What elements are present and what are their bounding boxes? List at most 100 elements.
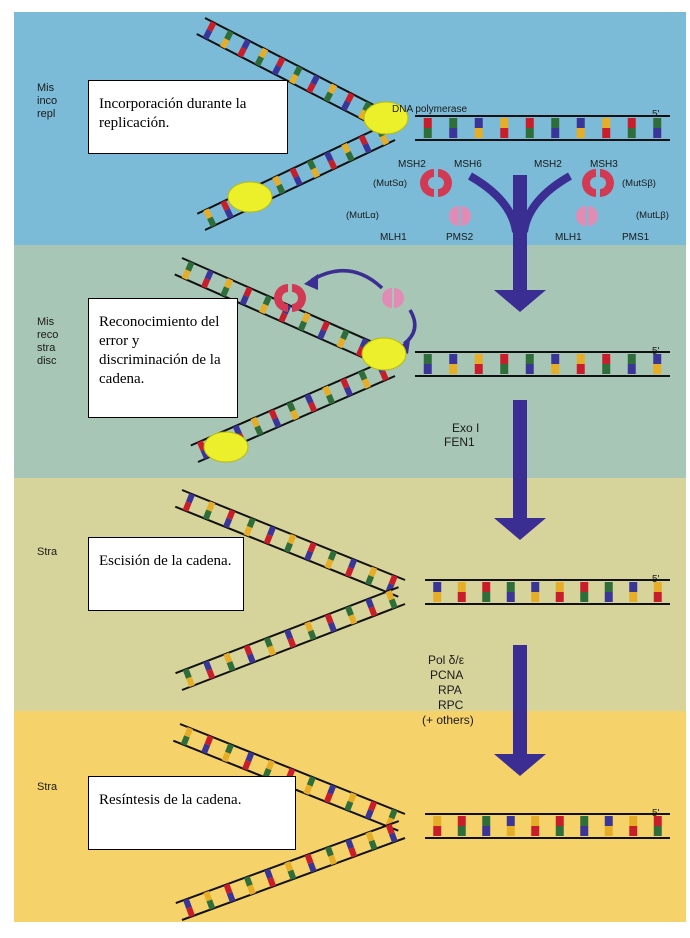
- duplex-3-base: [531, 592, 540, 602]
- arrow-1-head: [494, 290, 546, 312]
- duplex-2-base: [449, 364, 458, 374]
- arrow-3-head: [494, 754, 546, 776]
- upper-arm-2-base: [301, 312, 311, 323]
- duplex-4-base: [482, 816, 491, 826]
- lower-arm-2-base: [268, 409, 278, 420]
- lower-arm-3-base: [345, 605, 354, 617]
- duplex-4-base: [457, 816, 466, 826]
- lower-arm-4-base: [307, 862, 317, 873]
- lower-arm-2-base: [343, 386, 353, 397]
- mutla-label: (MutLα): [346, 210, 379, 221]
- upper-arm-2-base: [243, 286, 253, 298]
- duplex-4-base: [653, 826, 662, 836]
- duplex-1-base: [602, 118, 611, 128]
- dna-strands: [172, 17, 670, 921]
- lower-arm-1-base: [345, 151, 355, 162]
- duplex-3-base: [433, 592, 442, 602]
- callout-incorporation: Incorporación durante la replicación.: [88, 80, 288, 154]
- duplex-1-base: [653, 128, 662, 138]
- partial-text-b4-1: Stra: [37, 781, 58, 793]
- upper-arm-1-base: [206, 21, 217, 32]
- upper-arm-1-base: [293, 65, 303, 77]
- duplex-2-base: [576, 354, 585, 364]
- upper-arm-3-base: [246, 517, 256, 529]
- lower-arm-4-base: [368, 839, 378, 851]
- duplex-2-base: [576, 364, 585, 374]
- lower-arm-1-base: [276, 183, 286, 195]
- duplex-2-base: [500, 364, 509, 374]
- duplex-3-base: [653, 592, 662, 602]
- partial-text-b3-1: Stra: [37, 546, 58, 558]
- pms1-label: PMS1: [622, 232, 650, 243]
- upper-arm-1-base: [254, 55, 264, 67]
- duplex-3-base: [531, 582, 540, 592]
- partial-text-b2-1: Mis: [37, 316, 55, 328]
- mutl-alpha-right: [461, 206, 471, 226]
- upper-arm-4-base: [368, 800, 378, 812]
- duplex-1-base: [525, 128, 534, 138]
- muts-bound-right: [292, 284, 306, 312]
- duplex-4-base: [531, 816, 540, 826]
- upper-arm-1-backbone-b: [196, 33, 388, 133]
- duplex-1-base: [449, 128, 458, 138]
- lower-arm-4-base: [183, 898, 192, 909]
- upper-arm-3-base: [283, 542, 293, 553]
- duplex-4-base: [433, 826, 442, 836]
- upper-arm-2-base: [297, 320, 307, 332]
- upper-arm-1-base: [362, 101, 372, 113]
- upper-arm-3-base: [202, 509, 212, 521]
- partial-text-b2-3: stra: [37, 342, 56, 354]
- mutsa-label: (MutSα): [373, 178, 407, 189]
- upper-arm-4-base: [184, 726, 194, 738]
- duplex-1-base: [449, 118, 458, 128]
- upper-arm-1-base: [237, 46, 247, 58]
- callout-recognition: Reconocimiento del error y discriminació…: [88, 298, 238, 418]
- duplex-4-base: [629, 816, 638, 826]
- upper-arm-1-base: [340, 100, 351, 112]
- lower-arm-2-base: [232, 424, 242, 436]
- duplex-3-base: [555, 592, 564, 602]
- lower-arm-3-base: [368, 606, 378, 617]
- duplex-2-base: [423, 364, 432, 374]
- duplex-4-base: [653, 816, 662, 826]
- duplex-4-base: [506, 826, 515, 836]
- arrow-1-branch-left: [467, 172, 520, 233]
- duplex-2-base: [525, 364, 534, 374]
- upper-arm-4-base: [221, 751, 231, 763]
- lower-arm-4-base: [226, 891, 236, 903]
- upper-arm-4-base: [204, 735, 214, 746]
- exo1-label: Exo I: [452, 421, 479, 435]
- mutl-alpha-left: [449, 206, 459, 226]
- pol-label: Pol δ/ε: [428, 653, 465, 667]
- mlh1-label-a: MLH1: [380, 232, 407, 243]
- upper-arm-3-base: [263, 534, 273, 545]
- upper-arm-1-base: [271, 64, 282, 76]
- lower-arm-1-base: [324, 151, 334, 162]
- lower-arm-3-base: [203, 660, 212, 671]
- duplex-1-base: [474, 128, 483, 138]
- lower-arm-2-base: [286, 401, 296, 412]
- duplex-2-base: [551, 364, 560, 374]
- upper-arm-4-base: [286, 767, 296, 779]
- five-prime-label-2: 5': [652, 346, 660, 357]
- mlh1-label-b: MLH1: [555, 232, 582, 243]
- duplex-2-base: [474, 364, 483, 374]
- mutsb-label: (MutSβ): [622, 178, 656, 189]
- rpa-label: RPA: [438, 683, 462, 697]
- rpc-label: RPC: [438, 698, 464, 712]
- duplex-2-base: [449, 354, 458, 364]
- duplex-2-base: [551, 354, 560, 364]
- upper-arm-4-base: [344, 800, 354, 812]
- lower-arm-4-base: [325, 846, 334, 857]
- upper-arm-3-base: [226, 509, 236, 520]
- upper-arm-2-base: [278, 312, 288, 323]
- partial-text-b1-1: Mis: [37, 82, 55, 94]
- duplex-4-base: [555, 816, 564, 826]
- upper-arm-1-base: [358, 109, 368, 121]
- upper-arm-3-base: [388, 574, 398, 586]
- upper-arm-2-base: [336, 337, 346, 349]
- lower-arm-3-base: [206, 668, 216, 680]
- duplex-4-base: [555, 826, 564, 836]
- upper-arm-1-base: [306, 82, 316, 94]
